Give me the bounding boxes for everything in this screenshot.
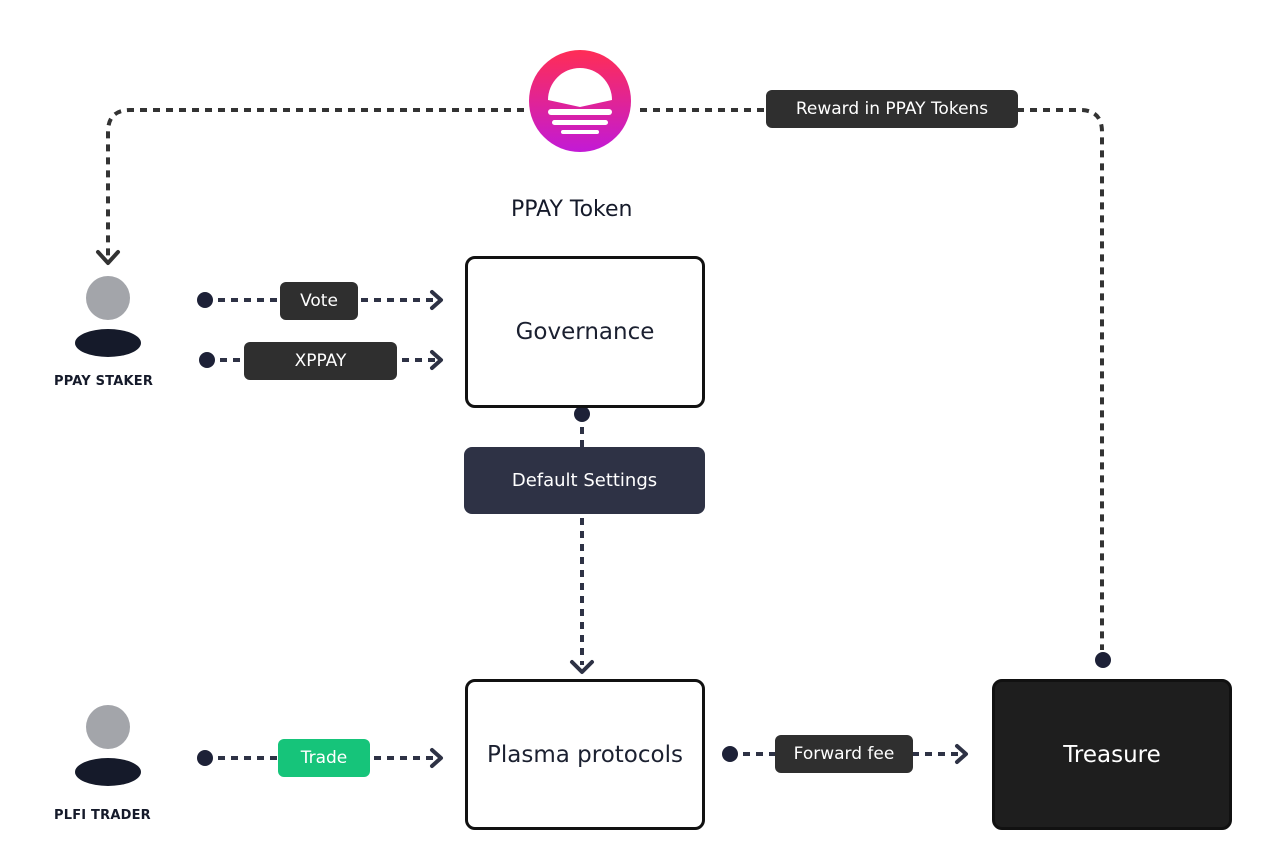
plasma-protocols-node[interactable]: Plasma protocols [465, 679, 705, 830]
default-settings-label: Default Settings [511, 470, 658, 491]
staker-label: PPAY STAKER [54, 374, 154, 389]
trader-avatar-icon [75, 705, 141, 786]
arrow-right-icon [430, 350, 443, 370]
trade-label: Trade [278, 739, 370, 777]
treasure-label: Treasure [1063, 741, 1161, 768]
connector-dot [574, 406, 590, 422]
token-title: PPAY Token [511, 197, 633, 222]
vote-label: Vote [280, 282, 358, 320]
arrow-right-icon [955, 744, 968, 764]
arrow-down-icon [570, 660, 594, 674]
governance-node[interactable]: Governance [465, 256, 705, 408]
connector-dot [197, 750, 213, 766]
reward-connector-left [106, 108, 524, 258]
treasure-node[interactable]: Treasure [992, 679, 1232, 830]
xppay-label: XPPAY [244, 342, 397, 380]
connector-dot [1095, 652, 1111, 668]
staker-avatar-icon [75, 276, 141, 357]
connector-dot [722, 746, 738, 762]
arrow-right-icon [430, 748, 443, 768]
arrow-down-icon [96, 250, 120, 265]
connector-dot [199, 352, 215, 368]
reward-connector-right [640, 108, 1104, 650]
plasma-protocols-label: Plasma protocols [487, 741, 683, 768]
ppay-logo-icon [529, 50, 631, 152]
connector-dot [197, 292, 213, 308]
arrow-right-icon [430, 290, 443, 310]
reward-label: Reward in PPAY Tokens [766, 90, 1018, 128]
forward-fee-label: Forward fee [775, 735, 913, 773]
default-settings-node[interactable]: Default Settings [464, 447, 705, 514]
trader-label: PLFI TRADER [54, 808, 151, 823]
governance-label: Governance [515, 319, 655, 345]
